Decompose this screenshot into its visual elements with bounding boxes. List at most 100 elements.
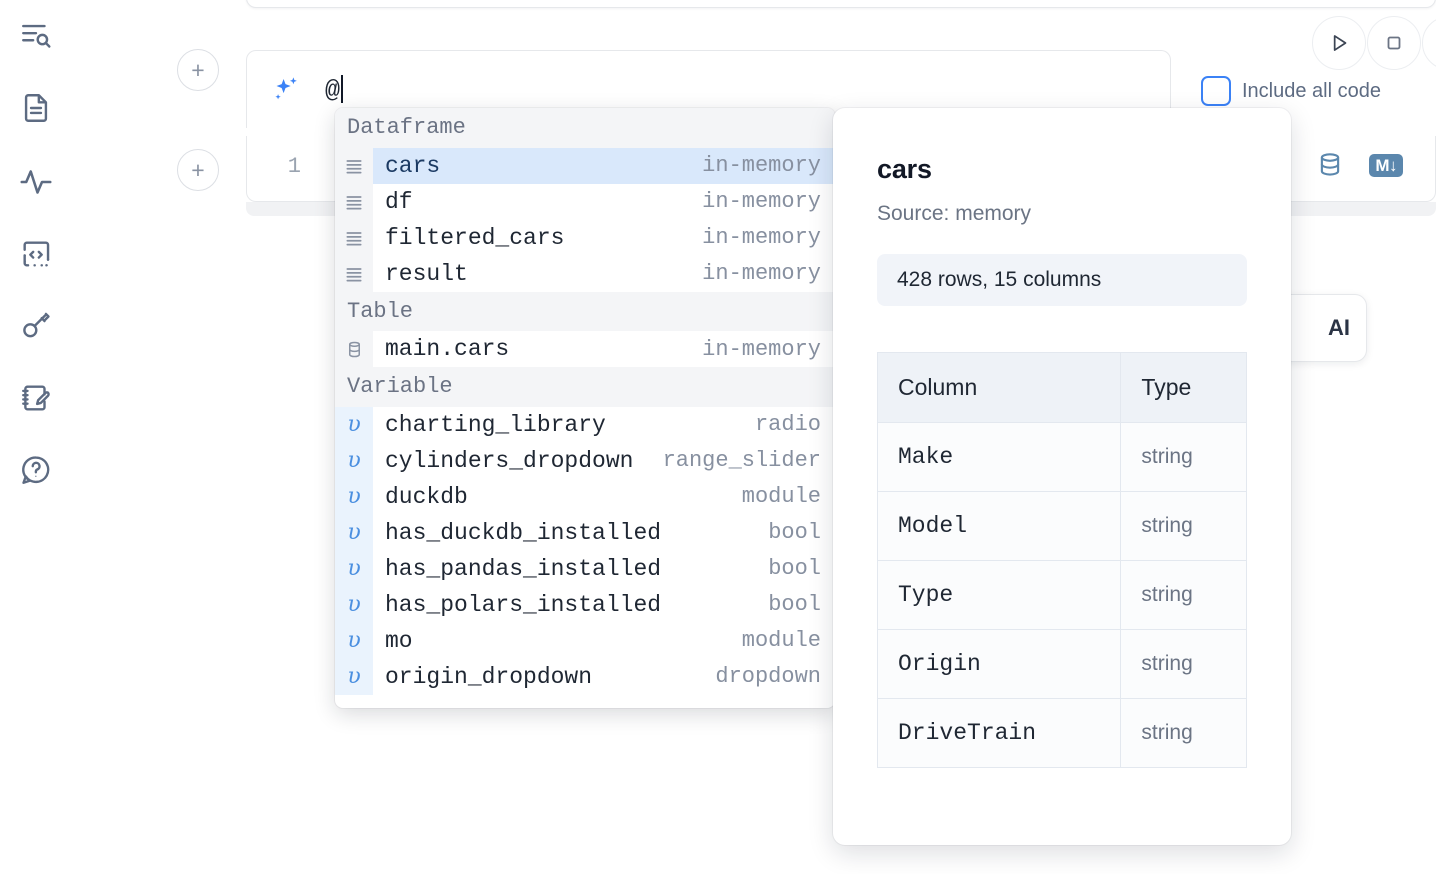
schema-table-header-row: Column Type <box>876 352 1247 423</box>
documentation-panel: cars Source: memory 428 rows, 15 columns… <box>833 108 1291 845</box>
schema-column-name: DriveTrain <box>876 698 1122 768</box>
autocomplete-item[interactable]: result in-memory <box>335 255 835 292</box>
autocomplete-item-name: main.cars <box>385 336 510 362</box>
autocomplete-item-name: mo <box>385 627 413 654</box>
autocomplete-group-header: Dataframe <box>335 108 835 148</box>
schema-column-name: Model <box>876 491 1122 561</box>
autocomplete-item-type: in-memory <box>702 261 821 286</box>
add-cell-button-top[interactable]: + <box>177 49 219 91</box>
schema-header-type: Type <box>1120 352 1247 423</box>
dataframe-icon <box>335 147 373 184</box>
variable-icon: υ <box>335 406 373 443</box>
autocomplete-item-type: bool <box>768 520 821 545</box>
autocomplete-item-type: dropdown <box>715 664 821 689</box>
schema-header-column: Column <box>876 352 1122 423</box>
more-actions-button[interactable] <box>1422 16 1436 70</box>
autocomplete-item-body: cylinders_dropdown range_slider <box>373 443 835 479</box>
help-icon <box>19 453 53 487</box>
previous-cell-card <box>246 0 1436 8</box>
ai-prompt-value: @ <box>325 75 341 105</box>
add-cell-button-bottom[interactable]: + <box>177 149 219 191</box>
run-button[interactable] <box>1312 16 1366 70</box>
sidebar-item-file-explorer[interactable] <box>14 86 58 130</box>
autocomplete-item-body: mo module <box>373 623 835 659</box>
variable-icon: υ <box>335 658 373 695</box>
dataframe-icon <box>335 183 373 220</box>
doc-source: Source: memory <box>877 202 1032 225</box>
sidebar-item-help[interactable] <box>14 448 58 492</box>
autocomplete-item-name: result <box>385 260 468 287</box>
cell-action-icons: M↓ <box>1315 150 1403 180</box>
autocomplete-item-type: bool <box>768 556 821 581</box>
autocomplete-item[interactable]: υ has_pandas_installed bool <box>335 550 835 587</box>
schema-column-type: string <box>1120 698 1247 768</box>
text-caret <box>341 74 344 103</box>
autocomplete-item-name: duckdb <box>385 483 468 510</box>
dataframe-icon <box>335 219 373 256</box>
sidebar-item-scratchpad[interactable] <box>14 376 58 420</box>
sparkle-icon <box>269 73 303 107</box>
include-all-code-row[interactable]: Include all code <box>1201 76 1381 106</box>
variable-icon: υ <box>335 622 373 659</box>
autocomplete-item-type: module <box>741 628 821 653</box>
schema-column-type: string <box>1120 629 1247 699</box>
include-all-code-checkbox[interactable] <box>1201 76 1231 106</box>
dataframe-icon <box>335 255 373 292</box>
schema-column-name: Origin <box>876 629 1122 699</box>
autocomplete-item-name: cars <box>385 152 441 179</box>
stop-button[interactable] <box>1367 16 1421 70</box>
sidebar-item-secrets[interactable] <box>14 304 58 348</box>
sidebar-item-activity[interactable] <box>14 160 58 204</box>
line-number: 1 <box>287 154 301 179</box>
sidebar-item-snippets[interactable] <box>14 232 58 276</box>
variable-icon: υ <box>335 586 373 623</box>
markdown-badge[interactable]: M↓ <box>1369 153 1403 177</box>
schema-column-name: Make <box>876 422 1122 492</box>
autocomplete-item-body: result in-memory <box>373 256 835 292</box>
variable-icon: υ <box>335 550 373 587</box>
autocomplete-item-name: has_polars_installed <box>385 591 662 618</box>
scratchpad-edit-icon <box>19 381 53 415</box>
ai-prompt-input[interactable]: @ <box>325 74 344 105</box>
snippets-code-icon <box>19 237 53 271</box>
sidebar-item-outline-search[interactable] <box>14 14 58 58</box>
autocomplete-group-header: Table <box>335 291 835 331</box>
autocomplete-item-name: has_pandas_installed <box>385 555 662 582</box>
autocomplete-item-name: df <box>385 188 413 215</box>
file-explorer-icon <box>19 91 53 125</box>
play-icon <box>1333 35 1347 51</box>
doc-shape-badge: 428 rows, 15 columns <box>877 254 1247 306</box>
stop-square-icon <box>1387 36 1401 50</box>
cell-toolbar: Include all code <box>1171 16 1436 128</box>
autocomplete-item[interactable]: main.cars in-memory <box>335 331 835 367</box>
database-icon[interactable] <box>1315 150 1345 180</box>
schema-column-type: string <box>1120 560 1247 630</box>
schema-column-type: string <box>1120 491 1247 561</box>
autocomplete-item-type: module <box>741 484 821 509</box>
autocomplete-item-type: range_slider <box>662 448 821 473</box>
autocomplete-item-name: cylinders_dropdown <box>385 447 634 474</box>
autocomplete-item-type: in-memory <box>702 336 821 362</box>
autocomplete-item-body: main.cars in-memory <box>373 331 835 367</box>
autocomplete-group-header: Variable <box>335 367 835 407</box>
autocomplete-item-type: in-memory <box>702 225 821 250</box>
